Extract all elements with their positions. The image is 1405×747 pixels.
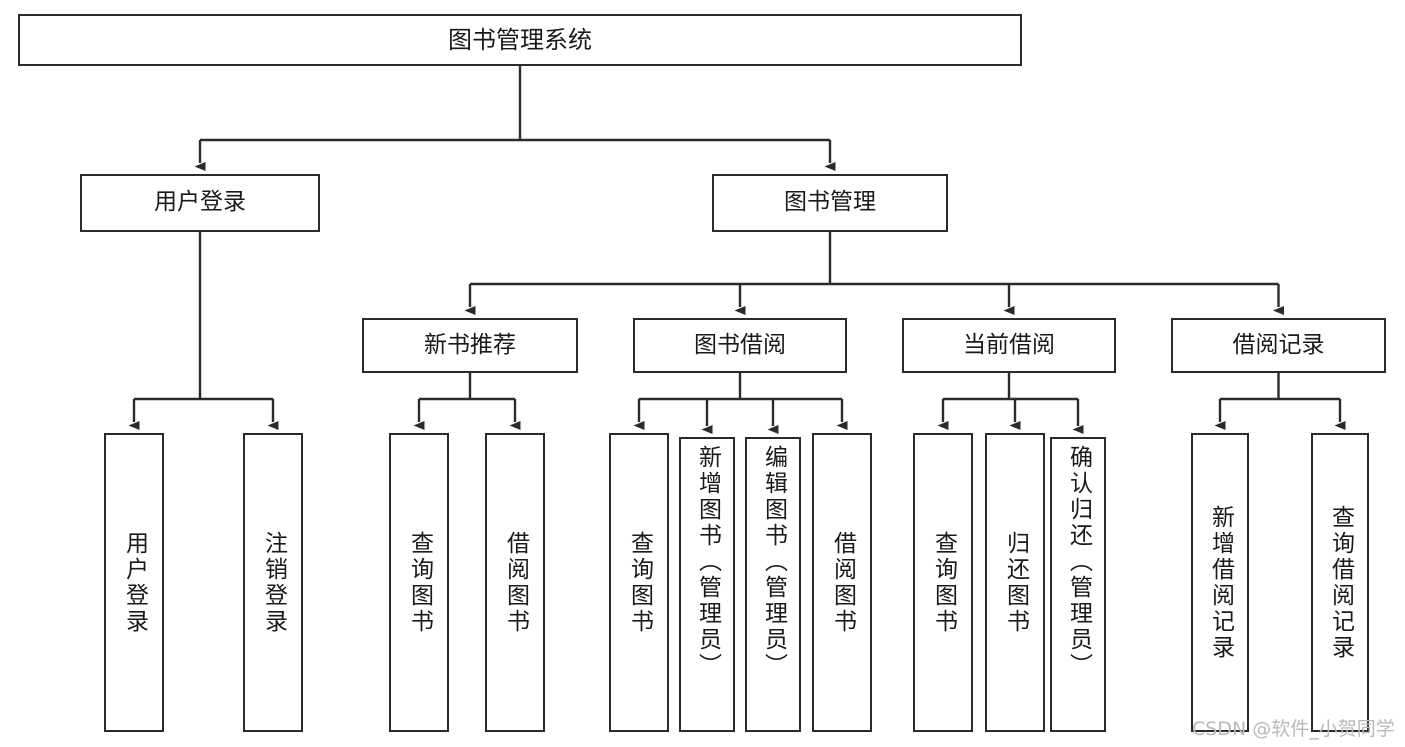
node-leaf-query-book-1-label: 查询图书 — [406, 530, 433, 635]
node-leaf-query-record-label: 查询借阅记录 — [1327, 504, 1354, 661]
node-leaf-query-book-2[interactable]: 查询图书 — [609, 433, 669, 732]
node-book-borrow-label: 图书借阅 — [694, 331, 786, 358]
node-root-label: 图书管理系统 — [448, 25, 592, 54]
node-leaf-edit-book[interactable]: 编辑图书（管理员） — [745, 437, 801, 732]
node-leaf-confirm-return-label: 确认归还（管理员） — [1065, 445, 1092, 679]
node-leaf-user-logout[interactable]: 注销登录 — [243, 433, 303, 732]
node-leaf-borrow-book-1-label: 借阅图书 — [502, 530, 529, 635]
node-user-login-label: 用户登录 — [154, 189, 246, 216]
node-leaf-query-book-3-label: 查询图书 — [930, 530, 957, 635]
node-borrow-record-label: 借阅记录 — [1232, 331, 1325, 358]
node-leaf-return-book-label: 归还图书 — [1002, 530, 1029, 635]
node-borrow-record[interactable]: 借阅记录 — [1171, 318, 1386, 373]
node-leaf-add-record-label: 新增借阅记录 — [1207, 504, 1234, 661]
node-current-borrow-label: 当前借阅 — [963, 331, 1055, 358]
node-book-manage[interactable]: 图书管理 — [712, 174, 948, 232]
node-leaf-borrow-book-2-label: 借阅图书 — [829, 530, 856, 635]
node-user-login[interactable]: 用户登录 — [80, 174, 320, 232]
node-leaf-return-book[interactable]: 归还图书 — [985, 433, 1045, 732]
node-leaf-borrow-book-1[interactable]: 借阅图书 — [485, 433, 545, 732]
node-book-borrow[interactable]: 图书借阅 — [633, 318, 847, 373]
node-leaf-query-book-1[interactable]: 查询图书 — [389, 433, 449, 732]
node-leaf-add-record[interactable]: 新增借阅记录 — [1191, 433, 1249, 732]
node-leaf-query-book-2-label: 查询图书 — [626, 530, 653, 635]
node-leaf-add-book[interactable]: 新增图书（管理员） — [679, 437, 735, 732]
node-leaf-edit-book-label: 编辑图书（管理员） — [760, 445, 787, 679]
csdn-watermark: CSDN @软件_小贺同学 — [1192, 718, 1395, 740]
node-leaf-query-record[interactable]: 查询借阅记录 — [1311, 433, 1369, 732]
node-leaf-user-login-label: 用户登录 — [121, 530, 148, 635]
node-book-manage-label: 图书管理 — [784, 189, 876, 216]
node-leaf-add-book-label: 新增图书（管理员） — [694, 445, 721, 679]
node-leaf-confirm-return[interactable]: 确认归还（管理员） — [1050, 437, 1106, 732]
node-root[interactable]: 图书管理系统 — [18, 14, 1022, 66]
node-leaf-borrow-book-2[interactable]: 借阅图书 — [812, 433, 872, 732]
node-current-borrow[interactable]: 当前借阅 — [902, 318, 1116, 373]
node-new-book-rec[interactable]: 新书推荐 — [362, 318, 578, 373]
node-leaf-user-login[interactable]: 用户登录 — [104, 433, 164, 732]
node-leaf-user-logout-label: 注销登录 — [260, 530, 287, 635]
node-leaf-query-book-3[interactable]: 查询图书 — [913, 433, 973, 732]
node-new-book-rec-label: 新书推荐 — [424, 331, 516, 358]
